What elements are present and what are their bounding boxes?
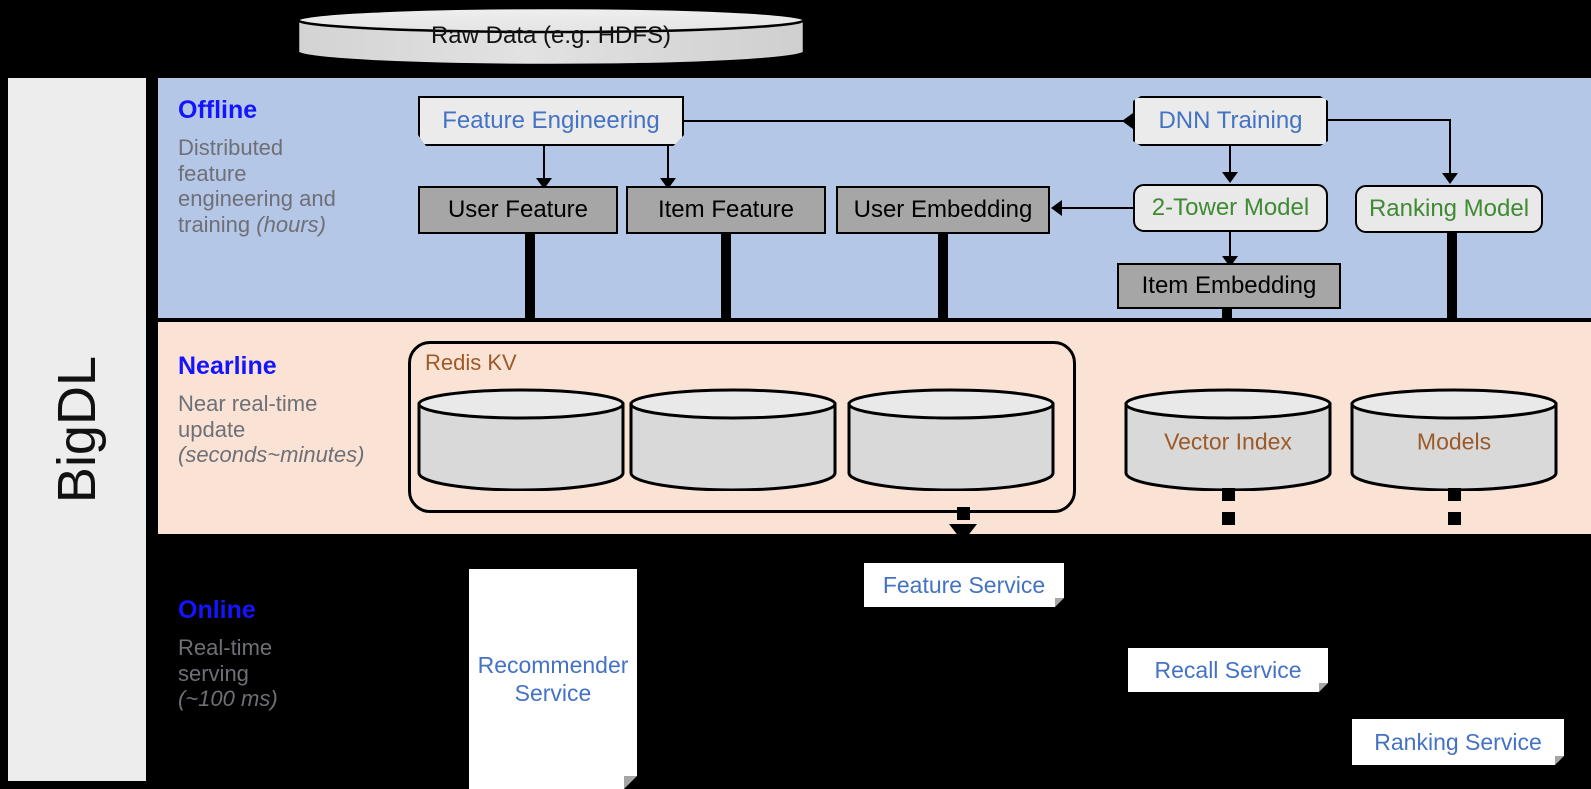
node-dnn-training[interactable]: DNN Training <box>1133 96 1328 146</box>
vector-index-label: Vector Index <box>1164 428 1292 455</box>
offline-sub-italic: (hours) <box>256 211 326 237</box>
cylinder-vector-index[interactable]: Vector Index <box>1124 388 1332 491</box>
connector-itemfeature-redis <box>721 234 731 382</box>
node-item-feature[interactable]: Item Feature <box>626 186 826 234</box>
redis-kv-container <box>408 341 1076 513</box>
offline-sub-line-4: training <box>178 211 257 237</box>
offline-sub-line-2: feature <box>178 160 247 186</box>
cylinder-models[interactable]: Models <box>1350 388 1558 491</box>
nearline-header: Nearline Near real-time update (seconds~… <box>178 352 364 468</box>
node-recommender-service[interactable]: Recommender Service <box>469 569 637 789</box>
connector-fe-userfeature-head <box>536 178 552 189</box>
connector-rankingmodel-models <box>1447 233 1457 387</box>
online-header: Online Real-time serving (~100 ms) <box>178 596 278 712</box>
user-embedding-label: User Embedding <box>853 196 1033 223</box>
redis-cylinder-1[interactable] <box>417 388 625 491</box>
offline-subtitle: Distributed feature engineering and trai… <box>178 135 336 237</box>
connector-fe-dnn <box>684 120 1124 122</box>
connector-vectorindex-recall-dash-2 <box>1222 512 1235 525</box>
connector-dnn-twotower-head <box>1222 172 1238 183</box>
nearline-sub-line-2: update <box>178 416 246 442</box>
online-title: Online <box>178 596 256 624</box>
offline-sub-line-1: Distributed <box>178 135 284 160</box>
online-subtitle: Real-time serving (~100 ms) <box>178 635 278 712</box>
connector-vectorindex-recall-dash-1 <box>1222 488 1235 501</box>
connector-redis-featureservice-dash <box>957 507 970 520</box>
feature-engineering-label: Feature Engineering <box>442 107 660 134</box>
nearline-title: Nearline <box>178 352 277 380</box>
offline-sub-line-3: engineering and <box>178 186 336 212</box>
recommender-service-label-line-2: Service <box>514 680 592 706</box>
node-feature-service[interactable]: Feature Service <box>864 563 1064 607</box>
online-sub-line-1: Real-time <box>178 635 273 660</box>
connector-models-ranking-dash-2 <box>1448 512 1461 525</box>
online-sub-line-2: serving <box>178 660 249 686</box>
redis-kv-label: Redis KV <box>425 350 517 375</box>
feature-service-label: Feature Service <box>882 571 1046 598</box>
node-ranking-model[interactable]: Ranking Model <box>1355 185 1543 233</box>
dnn-training-label: DNN Training <box>1158 107 1303 134</box>
recall-service-label: Recall Service <box>1154 656 1302 683</box>
item-embedding-label: Item Embedding <box>1141 272 1317 299</box>
online-sub-italic: (~100 ms) <box>178 686 278 712</box>
recommender-service-label-line-1: Recommender <box>477 651 629 678</box>
connector-twotower-userembedding <box>1062 207 1133 209</box>
user-feature-label: User Feature <box>447 196 589 223</box>
offline-header: Offline Distributed feature engineering … <box>178 96 336 237</box>
bigdl-label: BigDL <box>47 355 107 504</box>
page-fold-icon <box>1555 756 1564 765</box>
connector-dnn-ranking-v <box>1449 119 1451 181</box>
redis-cylinder-3[interactable] <box>847 388 1055 491</box>
page-fold-icon <box>1319 683 1328 692</box>
two-tower-model-label: 2-Tower Model <box>1151 194 1310 221</box>
connector-fe-userfeature <box>543 146 545 186</box>
connector-fe-itemfeature <box>667 146 669 186</box>
nearline-sub-italic: (seconds~minutes) <box>178 442 365 468</box>
raw-data-cylinder: Raw Data (e.g. HDFS) <box>296 6 806 66</box>
connector-dnn-twotower <box>1229 146 1231 178</box>
ranking-model-label: Ranking Model <box>1368 195 1530 222</box>
redis-cylinder-2[interactable] <box>629 388 837 491</box>
page-fold-icon <box>624 776 637 789</box>
models-label: Models <box>1416 428 1492 455</box>
connector-redis-featureservice-head <box>949 524 977 542</box>
connector-fe-itemfeature-head <box>660 178 676 189</box>
ranking-service-label: Ranking Service <box>1374 728 1542 755</box>
node-item-embedding[interactable]: Item Embedding <box>1117 263 1341 309</box>
bigdl-framework-rail: BigDL <box>8 78 146 781</box>
connector-twotower-userembedding-head <box>1051 200 1062 216</box>
raw-data-label: Raw Data (e.g. HDFS) <box>430 22 672 49</box>
connector-dnn-ranking-head <box>1442 173 1458 184</box>
connector-userembedding-redis <box>938 234 948 382</box>
page-fold-icon <box>1055 598 1064 607</box>
nearline-subtitle: Near real-time update (seconds~minutes) <box>178 391 364 468</box>
connector-twotower-itemembedding <box>1229 232 1231 262</box>
node-ranking-service[interactable]: Ranking Service <box>1352 719 1564 765</box>
connector-twotower-itemembedding-head <box>1222 256 1238 267</box>
node-two-tower-model[interactable]: 2-Tower Model <box>1133 184 1328 232</box>
connector-dnn-ranking-h <box>1328 119 1451 121</box>
node-recall-service[interactable]: Recall Service <box>1128 648 1328 692</box>
connector-userfeature-redis <box>525 234 535 382</box>
node-user-feature[interactable]: User Feature <box>418 186 618 234</box>
nearline-sub-line-1: Near real-time <box>178 391 318 416</box>
offline-title: Offline <box>178 96 258 124</box>
node-user-embedding[interactable]: User Embedding <box>836 186 1050 234</box>
item-feature-label: Item Feature <box>657 196 795 223</box>
connector-models-ranking-dash-1 <box>1448 488 1461 501</box>
connector-fe-dnn-head <box>1122 113 1133 129</box>
node-feature-engineering[interactable]: Feature Engineering <box>418 96 684 146</box>
